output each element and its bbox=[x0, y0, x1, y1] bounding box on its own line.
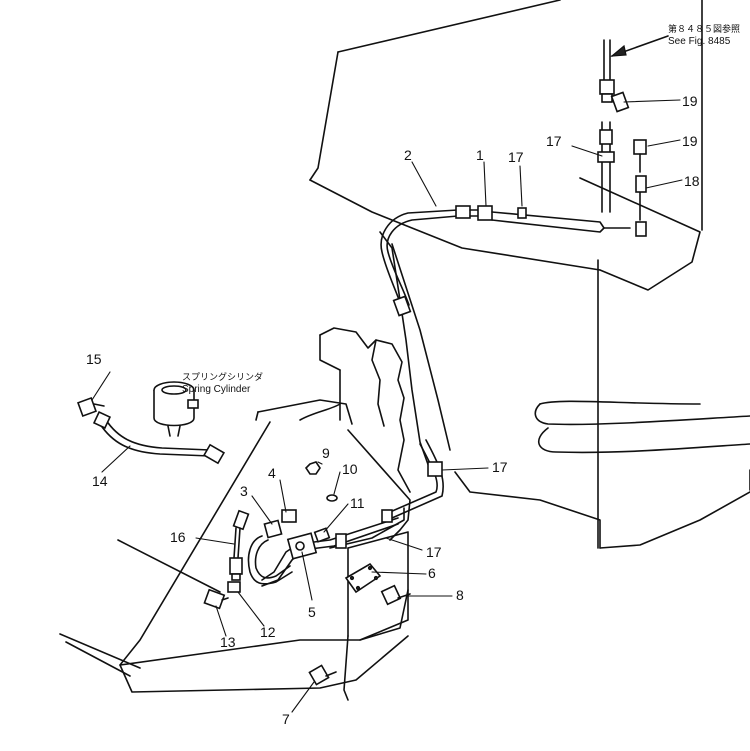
callout-17-upper-right: 17 bbox=[546, 133, 562, 149]
upper-hose-assembly bbox=[380, 205, 631, 317]
notes: 第８４８５図参照 See Fig. 8485 スプリングシリンダ Spring … bbox=[182, 23, 740, 395]
callout-19-upper: 19 bbox=[682, 93, 698, 109]
callout-10: 10 bbox=[342, 461, 358, 477]
callout-17-right: 17 bbox=[492, 459, 508, 475]
callout-11: 11 bbox=[350, 495, 365, 511]
callout-9: 9 bbox=[322, 445, 330, 461]
callout-19-lower: 19 bbox=[682, 133, 698, 149]
callout-14: 14 bbox=[92, 473, 108, 489]
reference-note-jp: 第８４８５図参照 bbox=[668, 23, 740, 34]
callout-17-lower: 17 bbox=[426, 544, 442, 560]
vertical-line-assembly bbox=[597, 39, 647, 237]
callout-13: 13 bbox=[220, 634, 236, 650]
callout-8: 8 bbox=[456, 587, 464, 603]
switch-assembly bbox=[229, 509, 250, 581]
callouts: 1 2 17 17 19 19 18 17 15 14 3 4 9 10 11 … bbox=[86, 93, 700, 727]
callout-2: 2 bbox=[404, 147, 412, 163]
callout-7: 7 bbox=[282, 711, 290, 727]
callout-17-top: 17 bbox=[508, 149, 524, 165]
callout-15: 15 bbox=[86, 351, 102, 367]
engine-frame bbox=[59, 231, 451, 701]
callout-3: 3 bbox=[240, 483, 248, 499]
spring-cylinder-label-jp: スプリングシリンダ bbox=[182, 371, 263, 382]
reference-note-en: See Fig. 8485 bbox=[668, 36, 731, 47]
callout-5: 5 bbox=[308, 604, 316, 620]
callout-4: 4 bbox=[268, 465, 276, 481]
machine-body bbox=[309, 0, 750, 549]
callout-12: 12 bbox=[260, 624, 276, 640]
leader-lines bbox=[91, 99, 683, 713]
plate-and-bolts bbox=[308, 562, 411, 686]
callout-1: 1 bbox=[476, 147, 484, 163]
callout-18: 18 bbox=[684, 173, 700, 189]
spring-cylinder-label-en: Spring Cylinder bbox=[182, 384, 251, 395]
valve-block-assembly bbox=[203, 461, 338, 610]
spring-cylinder-assembly bbox=[77, 381, 226, 465]
callout-6: 6 bbox=[428, 565, 436, 581]
reference-arrow bbox=[610, 35, 669, 57]
callout-16: 16 bbox=[170, 529, 186, 545]
